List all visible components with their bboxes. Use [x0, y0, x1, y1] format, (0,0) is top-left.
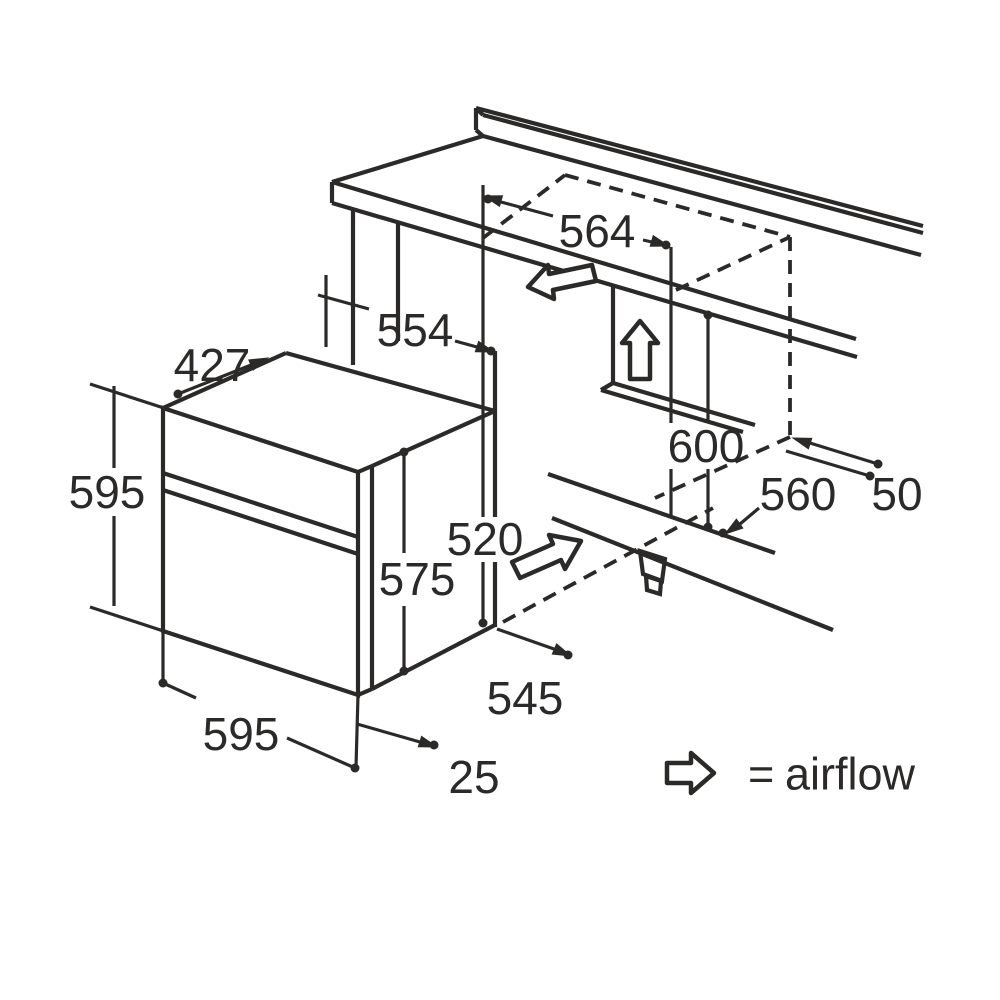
niche-bottom-right-hidden-edge — [654, 435, 791, 500]
airflow-up-arrow-icon — [619, 318, 661, 382]
oven-control-panel-lines — [162, 471, 359, 556]
dim-arrowhead — [417, 735, 439, 748]
legend-equals: = — [748, 749, 774, 800]
dimension-labels: 564 554 427 595 520 575 600 560 50 545 5… — [69, 205, 923, 803]
dim-arrowhead — [474, 340, 496, 353]
oven-front-face — [160, 405, 361, 698]
oven — [160, 350, 498, 698]
niche-side-panels — [350, 209, 756, 435]
dim-label-niche-width-top: 564 — [559, 205, 636, 257]
airflow-legend-arrow-icon — [664, 750, 717, 796]
dim-427-line — [177, 363, 252, 396]
dim-dot — [718, 528, 728, 538]
dim-arrowhead — [482, 195, 504, 208]
dim-dot — [399, 666, 409, 676]
adjustable-foot — [637, 547, 668, 597]
cabinet-base — [547, 472, 834, 632]
backsplash-top-edge — [475, 105, 924, 229]
dim-dot — [865, 471, 875, 481]
dim-arrowhead — [791, 437, 813, 450]
dim-560-leader — [738, 506, 761, 526]
dim-dot — [399, 447, 409, 457]
oven-top-left-edge — [162, 351, 287, 410]
niche-top-back-hidden-edge — [564, 173, 791, 239]
airflow-legend: = airflow — [664, 749, 916, 800]
niche-top-left-hidden-edge — [481, 173, 567, 240]
backsplash-left-end — [473, 106, 485, 138]
dim-dot — [478, 618, 488, 628]
dimension-terminators — [158, 194, 883, 773]
dim-595-width-extensions — [161, 631, 360, 768]
oven-door-edge-strip — [357, 464, 375, 697]
base-lower-rail — [551, 516, 834, 632]
dim-50-reference-line — [785, 449, 871, 478]
countertop — [329, 105, 924, 360]
airflow-arrows — [509, 262, 661, 581]
dim-arrowhead — [649, 234, 671, 247]
dim-arrowhead — [248, 357, 270, 371]
niche-hidden-outline — [481, 173, 792, 624]
dim-label-oven-height: 595 — [69, 466, 146, 518]
dim-label-base-depth: 560 — [760, 468, 837, 520]
dim-label-recess-depth: 520 — [447, 513, 524, 565]
airflow-out-arrow-icon — [525, 262, 599, 302]
dim-dot — [703, 522, 713, 532]
dim-label-oven-width: 595 — [203, 708, 280, 760]
dim-595-width-line — [162, 681, 356, 770]
dim-dot — [350, 763, 360, 773]
backsplash-front-top-edge — [482, 112, 924, 236]
dim-dot — [873, 459, 883, 469]
oven-top-right-edge — [371, 409, 496, 468]
dim-label-oven-body-height: 575 — [379, 553, 456, 605]
niche-bottom-left-hidden-edge — [502, 506, 714, 624]
countertop-front-top-edge — [331, 179, 857, 342]
dim-595-height-extensions — [89, 382, 201, 645]
dim-label-base-front-depth: 545 — [487, 672, 564, 724]
dim-label-niche-depth: 554 — [377, 304, 454, 356]
backsplash-front-bottom-edge — [482, 133, 922, 258]
dim-25-line — [356, 722, 421, 744]
base-upper-rail — [547, 472, 776, 555]
dim-arrowhead — [723, 518, 744, 535]
dim-arrowhead — [551, 643, 573, 657]
dim-554-line — [317, 293, 478, 349]
dim-label-niche-height: 600 — [668, 420, 745, 472]
dim-564-line — [500, 200, 653, 244]
airflow-in-arrow-icon — [509, 532, 584, 581]
dim-dot — [173, 389, 183, 399]
oven-top-back-edge — [285, 350, 496, 414]
dim-dot — [158, 678, 168, 688]
dim-545-line — [496, 627, 555, 651]
dim-label-rear-gap: 50 — [871, 468, 922, 520]
dim-50-line — [809, 441, 879, 466]
niche-top-right-hidden-edge — [675, 235, 791, 292]
dim-dot — [703, 310, 713, 320]
oven-bottom-right-edge — [371, 623, 496, 691]
dim-label-door-offset: 25 — [448, 751, 499, 803]
legend-label: airflow — [785, 749, 916, 800]
countertop-left-top-edge — [331, 133, 484, 185]
dim-label-oven-top-depth: 427 — [174, 339, 251, 391]
